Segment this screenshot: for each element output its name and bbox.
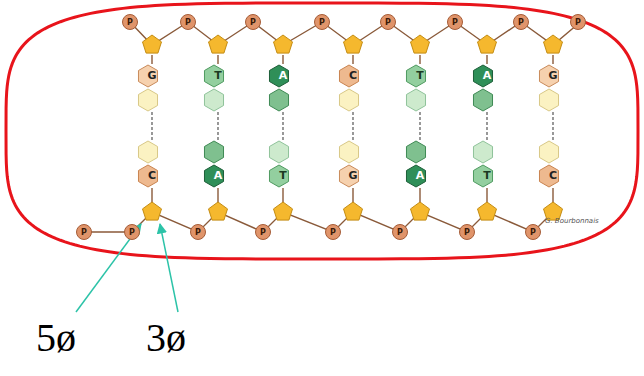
base-letter: A: [401, 164, 439, 188]
strand-end-label: 3ø: [146, 316, 186, 360]
base-letter: G: [133, 64, 171, 88]
base-shape: [468, 140, 498, 188]
hydrogen-bond: [151, 112, 152, 140]
base-letter: A: [199, 164, 237, 188]
watermark: G. Bourbonnais: [545, 218, 599, 226]
hydrogen-bond: [282, 112, 283, 140]
base-ring-pale: [473, 141, 492, 163]
base-ring-pale: [406, 89, 425, 111]
base-ring-pale: [339, 89, 358, 111]
base-ring-pale: [539, 141, 558, 163]
base-stems: [152, 55, 553, 203]
phosphate-label: P: [81, 228, 87, 237]
base-ring: T: [199, 64, 237, 112]
phosphate-circle: P: [447, 14, 463, 30]
hydrogen-bond: [419, 112, 420, 140]
phosphate-circle: P: [459, 224, 475, 240]
phosphate-label: P: [330, 228, 336, 237]
base-ring: T: [468, 140, 506, 188]
phosphate-label: P: [464, 228, 470, 237]
hydrogen-bond: [352, 112, 353, 140]
leader-arrow: [160, 224, 178, 312]
base-ring-pale: [269, 141, 288, 163]
base-shape: [264, 140, 294, 188]
phosphate-circle: P: [525, 224, 541, 240]
phosphate-label: P: [185, 18, 191, 27]
base-letter: G: [334, 164, 372, 188]
phosphate-label: P: [397, 228, 403, 237]
phosphate-circle: P: [76, 224, 92, 240]
base-ring: C: [534, 140, 572, 188]
base-ring-pale: [138, 89, 157, 111]
phosphate-label: P: [250, 18, 256, 27]
hydrogen-bond: [217, 112, 218, 140]
base-ring-pale: [539, 89, 558, 111]
base-letter: T: [264, 164, 302, 188]
phosphate-label: P: [127, 18, 133, 27]
phosphate-circle: P: [190, 224, 206, 240]
base-letter: T: [199, 64, 237, 88]
base-ring: T: [264, 140, 302, 188]
base-ring: A: [401, 140, 439, 188]
phosphate-circle: P: [513, 14, 529, 30]
highlight-ellipse: [6, 3, 638, 259]
base-ring-pale: [406, 141, 425, 163]
hydrogen-bond: [486, 112, 487, 140]
base-letter: T: [468, 164, 506, 188]
base-ring-pale: [473, 89, 492, 111]
phosphate-circle: P: [570, 14, 586, 30]
sugar-pentagons: [143, 35, 563, 220]
base-shape: [199, 64, 229, 112]
phosphate-circle: P: [255, 224, 271, 240]
base-ring-pale: [269, 89, 288, 111]
hydrogen-bond: [552, 112, 553, 140]
leader-arrow: [76, 224, 141, 312]
phosphate-label: P: [260, 228, 266, 237]
base-ring: A: [468, 64, 506, 112]
phosphate-circle: P: [392, 224, 408, 240]
base-letter: C: [334, 64, 372, 88]
base-ring-pale: [138, 141, 157, 163]
phosphate-circle: P: [314, 14, 330, 30]
phosphate-circle: P: [245, 14, 261, 30]
base-ring: A: [199, 140, 237, 188]
base-shape: [401, 64, 431, 112]
phosphate-label: P: [575, 18, 581, 27]
base-ring: G: [133, 64, 171, 112]
base-ring: C: [133, 140, 171, 188]
base-letter: G: [534, 64, 572, 88]
strand-end-label: 5ø: [36, 316, 76, 360]
base-ring-pale: [339, 141, 358, 163]
phosphate-circle: P: [325, 224, 341, 240]
phosphate-circle: P: [122, 14, 138, 30]
phosphate-label: P: [452, 18, 458, 27]
base-ring: C: [334, 64, 372, 112]
phosphate-circle: P: [124, 224, 140, 240]
phosphate-label: P: [319, 18, 325, 27]
base-ring: G: [534, 64, 572, 112]
phosphate-label: P: [195, 228, 201, 237]
phosphate-label: P: [530, 228, 536, 237]
phosphate-circle: P: [180, 14, 196, 30]
phosphate-label: P: [518, 18, 524, 27]
base-ring: G: [334, 140, 372, 188]
base-letter: T: [401, 64, 439, 88]
base-letter: C: [133, 164, 171, 188]
base-letter: A: [264, 64, 302, 88]
phosphate-circle: P: [380, 14, 396, 30]
base-ring-pale: [204, 89, 223, 111]
phosphate-label: P: [129, 228, 135, 237]
phosphate-label: P: [385, 18, 391, 27]
base-letter: A: [468, 64, 506, 88]
base-letter: C: [534, 164, 572, 188]
base-ring-pale: [204, 141, 223, 163]
base-ring: T: [401, 64, 439, 112]
base-ring: A: [264, 64, 302, 112]
